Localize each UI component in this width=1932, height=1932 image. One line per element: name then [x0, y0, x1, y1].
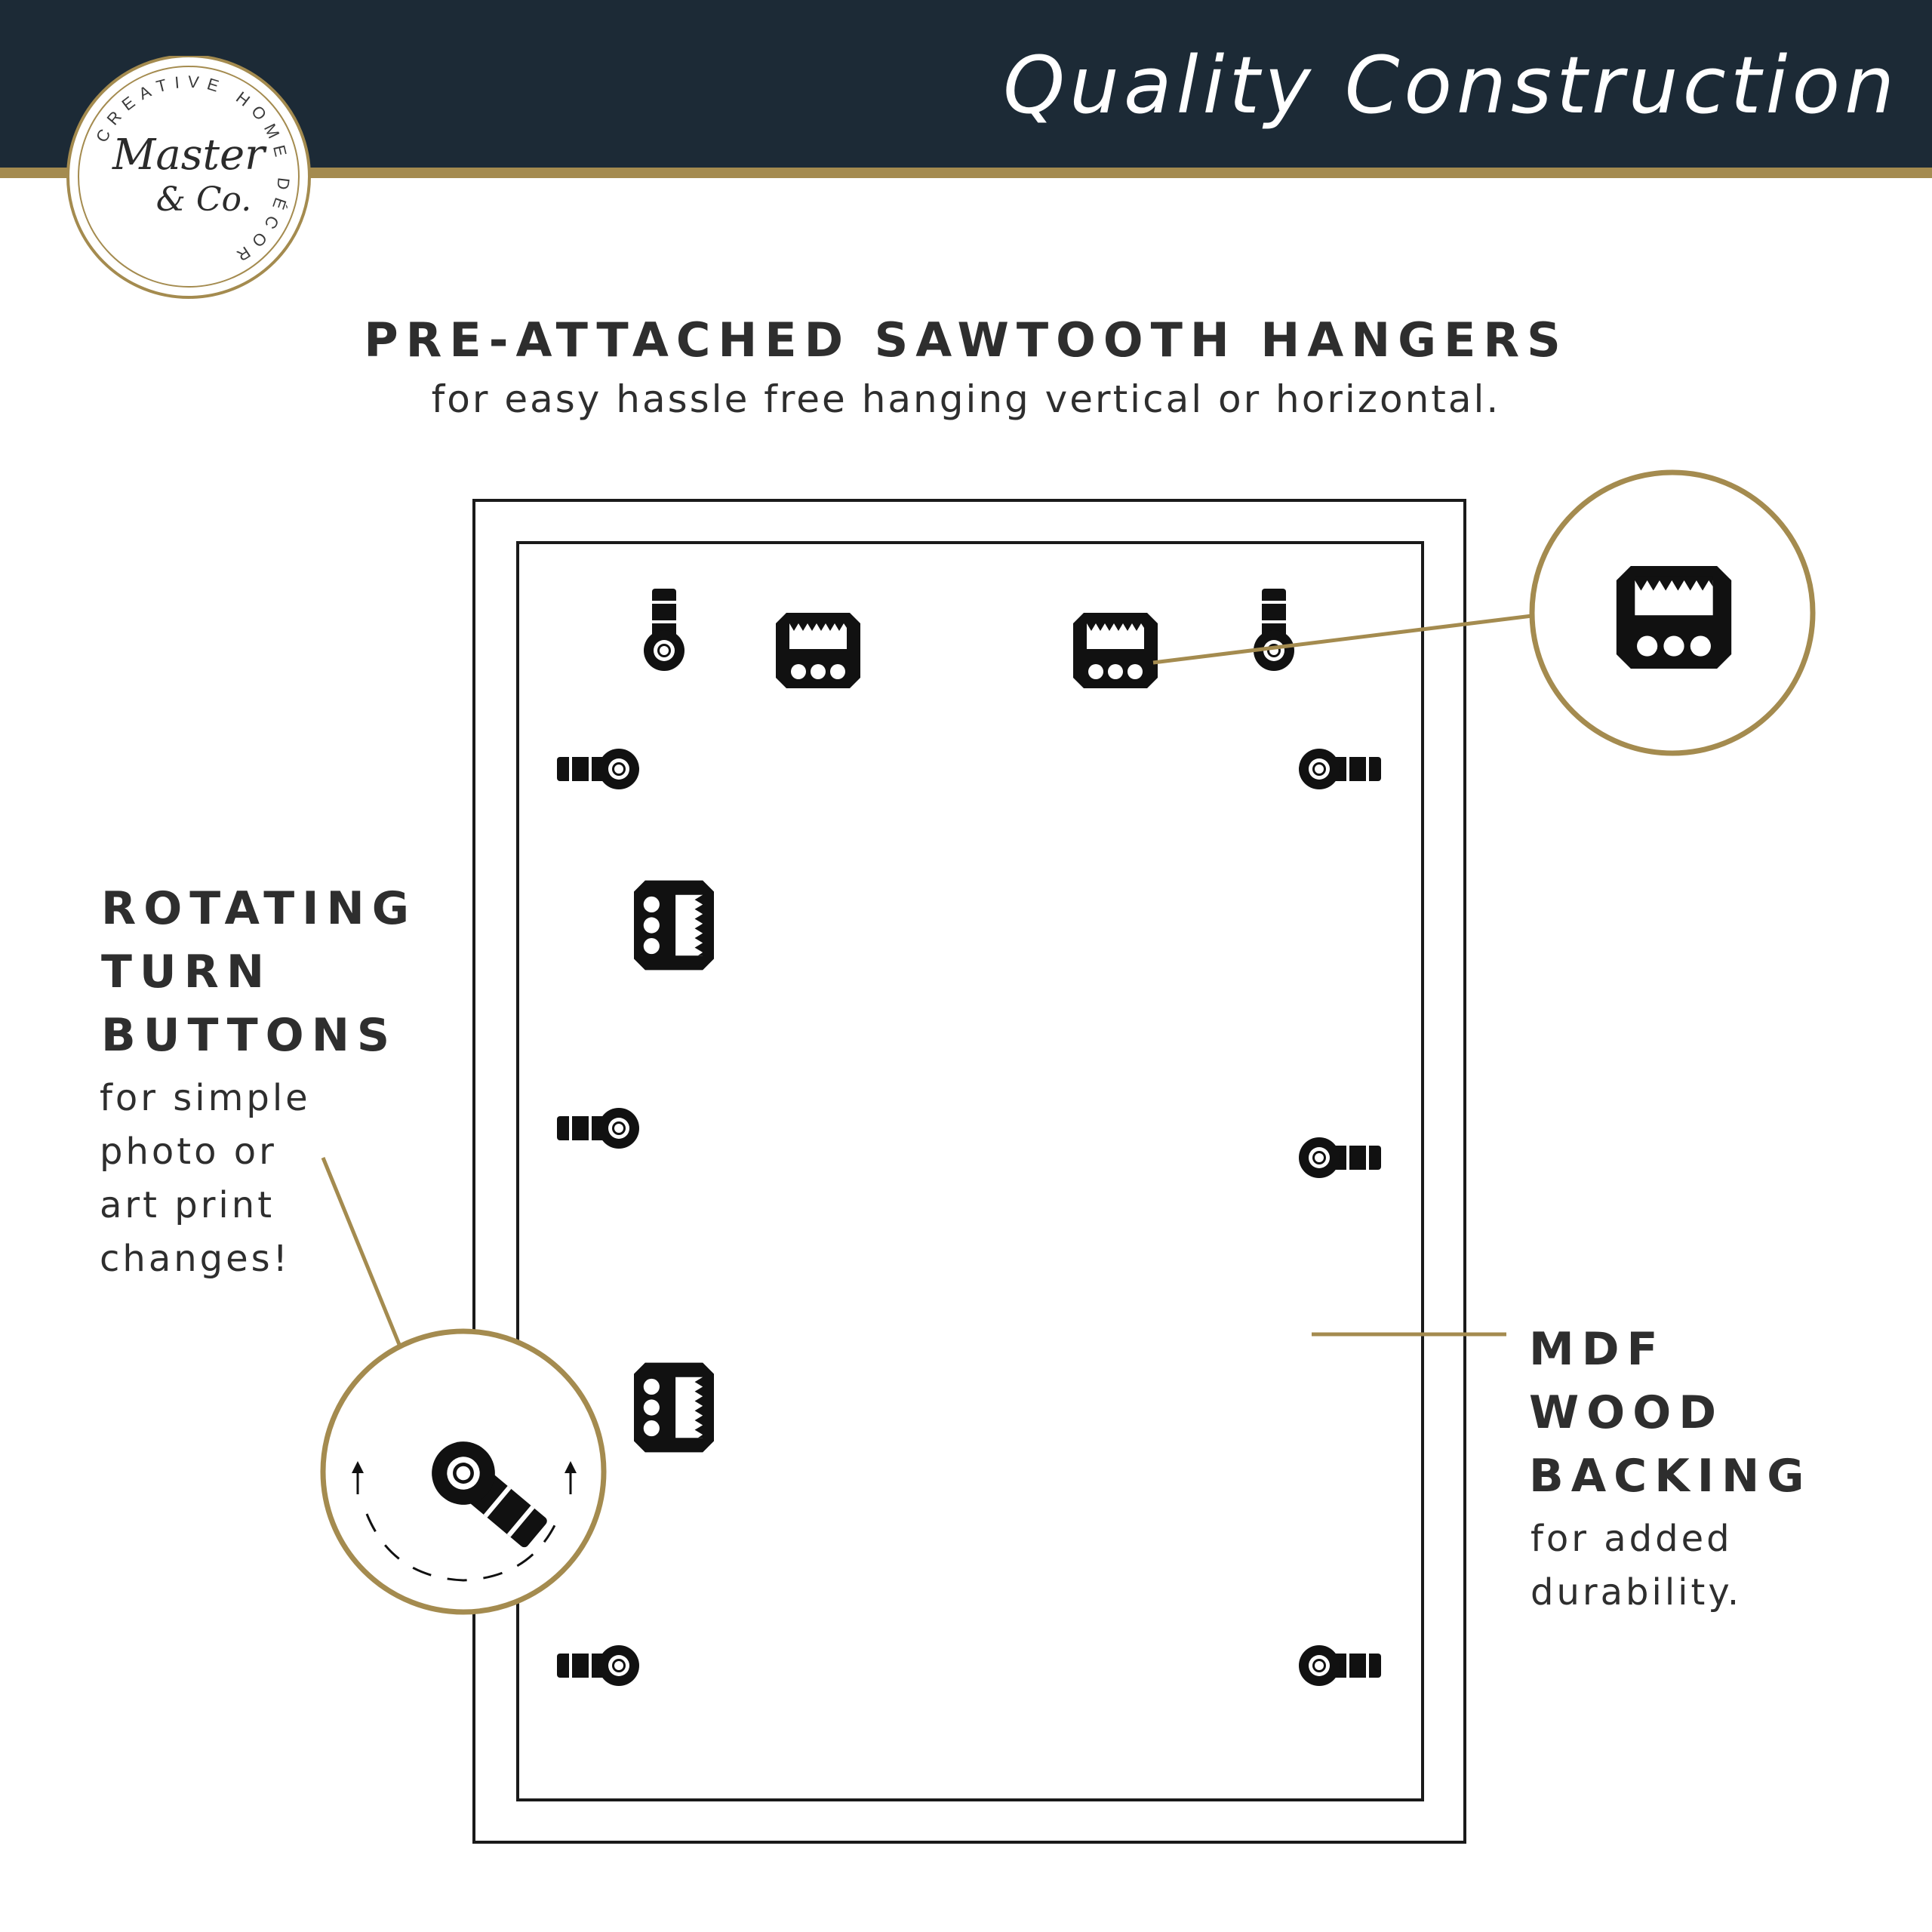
rotation-arrowhead-right — [565, 1461, 577, 1473]
sawtooth-subtext: for easy hassle free hanging vertical or… — [431, 377, 1501, 421]
sawtooth-zoom-icon — [1616, 566, 1732, 669]
frame-backing-panel — [516, 541, 1424, 1801]
turn-button-icon — [1299, 1645, 1381, 1686]
turn-buttons-description: for simple photo or art print changes! — [100, 1072, 311, 1286]
turn-buttons-heading-line: ROTATING — [101, 882, 417, 935]
sawtooth-callout-line — [1152, 614, 1533, 665]
sawtooth-heading: PRE-ATTACHED SAWTOOTH HANGERS — [364, 312, 1568, 368]
turn-button-icon — [644, 589, 685, 671]
backing-heading: MDF WOOD BACKING — [1529, 1318, 1811, 1508]
header-banner — [0, 0, 1932, 168]
turn-button-callout-line — [321, 1157, 402, 1347]
backing-heading-line: BACKING — [1529, 1450, 1812, 1503]
turn-button-icon — [557, 749, 639, 789]
turn-button-icon — [557, 1108, 639, 1149]
sawtooth-hanger-icon — [634, 1362, 714, 1453]
sawtooth-hanger-icon — [1073, 613, 1158, 688]
turn-buttons-desc-line: changes! — [100, 1238, 291, 1280]
gold-divider — [0, 168, 1932, 178]
turn-button-icon — [1299, 1137, 1381, 1178]
turn-buttons-heading-line: BUTTONS — [101, 1009, 398, 1062]
banner-title: Quality Construction — [1003, 39, 1899, 131]
backing-desc-line: for added — [1531, 1518, 1733, 1560]
logo-script-top: Master — [112, 131, 267, 180]
turn-button-icon — [557, 1645, 639, 1686]
sawtooth-hanger-icon — [634, 880, 714, 971]
turn-buttons-desc-line: photo or — [100, 1131, 277, 1173]
rotation-arc — [365, 1513, 561, 1582]
backing-heading-line: WOOD — [1529, 1386, 1724, 1439]
turn-buttons-desc-line: art print — [100, 1184, 275, 1226]
frame-outer-edge — [472, 499, 1466, 1844]
backing-heading-line: MDF — [1529, 1323, 1666, 1376]
sawtooth-hanger-icon — [776, 613, 860, 688]
backing-description: for added durability. — [1531, 1512, 1742, 1620]
turn-buttons-heading-line: TURN — [101, 946, 272, 998]
backing-desc-line: durability. — [1531, 1571, 1743, 1614]
turn-button-icon — [1299, 749, 1381, 789]
rotation-arrowhead-left — [352, 1461, 364, 1473]
turn-button-icon — [1254, 589, 1294, 671]
turn-buttons-heading: ROTATING TURN BUTTONS — [101, 877, 417, 1067]
logo-script-bottom: & Co. — [156, 180, 252, 219]
brand-logo: CREATIVE HOME DÉCOR Master & Co. — [66, 56, 311, 299]
turn-buttons-desc-line: for simple — [100, 1077, 311, 1119]
